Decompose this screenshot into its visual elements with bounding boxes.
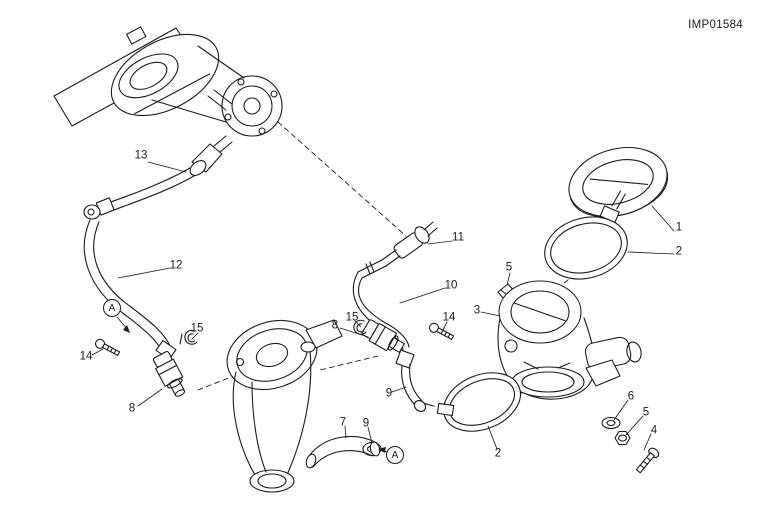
part-callout-2: 2: [494, 447, 502, 460]
part-callout-11: 11: [452, 231, 464, 244]
part-callout-8: 8: [331, 319, 339, 332]
clip-15-mid: [353, 319, 367, 335]
part-callout-7: 7: [339, 416, 347, 429]
part-callout-14: 14: [442, 311, 456, 324]
reference-marker-A: A: [103, 299, 121, 317]
part-callout-9: 9: [385, 387, 393, 400]
intake-pipe: [226, 319, 343, 493]
diagram-code: IMP01584: [688, 19, 743, 31]
screw-14-left: [95, 338, 121, 356]
screw-4: [635, 447, 660, 474]
part-callout-5: 5: [505, 261, 513, 274]
throttle-body: [497, 280, 642, 400]
screw-14-right: [429, 322, 455, 340]
drain-hose-9: [395, 349, 427, 412]
part-callout-2: 2: [675, 245, 683, 258]
part-callout-3: 3: [473, 304, 481, 317]
part-callout-8: 8: [128, 402, 136, 415]
intake-funnel: [568, 147, 669, 218]
fuel-hose-12: [83, 219, 177, 361]
part-callout-1: 1: [675, 221, 683, 234]
part-callout-5: 5: [642, 406, 650, 419]
hose-clamp-lower: [421, 372, 521, 432]
reference-marker-A: A: [386, 446, 404, 464]
clip-15-left: [179, 329, 198, 345]
fuel-injector-mid: [361, 319, 405, 353]
fuel-hose-13: [83, 135, 233, 220]
part-callout-14: 14: [79, 350, 93, 363]
part-callout-10: 10: [444, 279, 458, 292]
part-callout-9: 9: [362, 417, 370, 430]
breather-hose-7: [305, 436, 381, 469]
quick-connector-11: [357, 221, 438, 279]
part-callout-6: 6: [627, 390, 635, 403]
fuel-injector-left: [152, 350, 186, 397]
washer-6: [601, 416, 621, 430]
part-callout-15: 15: [345, 311, 359, 324]
part-callout-4: 4: [650, 424, 658, 437]
fuel-pump-assembly: [53, 26, 283, 137]
part-callout-12: 12: [169, 259, 183, 272]
part-callout-13: 13: [134, 149, 148, 162]
hose-clamp-upper: [544, 190, 628, 280]
part-callout-15: 15: [190, 322, 204, 335]
callout-leader-lines: [91, 161, 675, 451]
